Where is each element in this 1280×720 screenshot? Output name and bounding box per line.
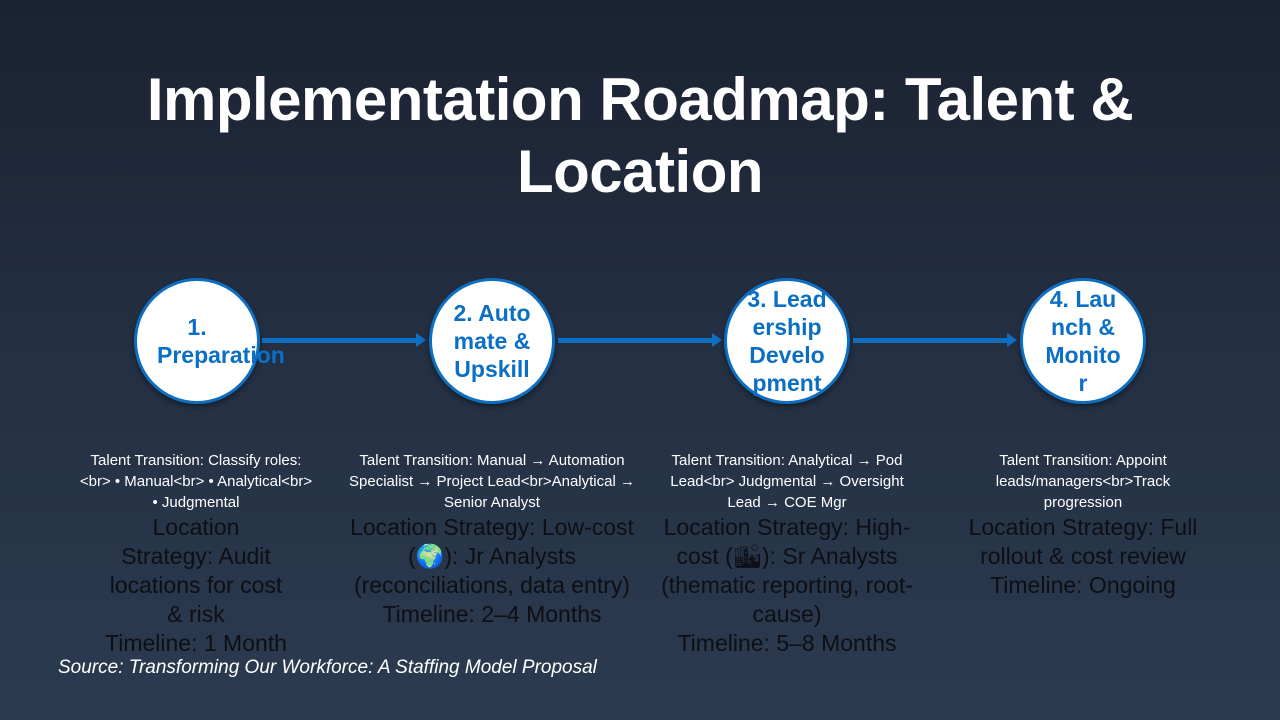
arrow-1-to-2 [262, 333, 426, 347]
timeline: Timeline: Ongoing [990, 572, 1176, 598]
location-strategy: Location Strategy: Low-cost (🌍): Jr Anal… [350, 514, 634, 598]
talent-transition: Talent Transition: Analytical → Pod Lead… [670, 452, 904, 511]
location-strategy: Location Strategy: Full rollout & cost r… [968, 514, 1198, 569]
step-3-circle [724, 278, 850, 404]
arrow-3-to-4 [853, 333, 1017, 347]
step-4-details: Talent Transition: Appoint leads/manager… [953, 450, 1213, 600]
location-strategy: Location Strategy: Audit locations for c… [109, 514, 283, 627]
step-3-details: Talent Transition: Analytical → Pod Lead… [657, 450, 917, 658]
step-1-details: Talent Transition: Classify roles:<br> •… [76, 450, 316, 658]
step-4-circle [1020, 278, 1146, 404]
arrow-2-to-3 [558, 333, 722, 347]
step-3-label: 3. Leadership Development [747, 286, 827, 396]
step-2-label: 2. Automate & Upskill [453, 300, 531, 382]
step-1-label: 1. Preparation [157, 314, 285, 368]
talent-transition: Talent Transition: Appoint leads/manager… [995, 452, 1171, 511]
talent-transition: Talent Transition: Classify roles:<br> •… [79, 452, 313, 511]
timeline: Timeline: 1 Month [105, 630, 287, 656]
talent-transition: Talent Transition: Manual → Automation S… [349, 452, 635, 511]
timeline: Timeline: 5–8 Months [677, 630, 897, 656]
step-2-circle [429, 278, 555, 404]
step-1-circle [134, 278, 260, 404]
slide-title: Implementation Roadmap: Talent & Locatio… [146, 66, 1134, 205]
location-strategy: Location Strategy: High-cost (🏙): Sr Ana… [661, 514, 913, 627]
step-4-label: 4. Launch & Monitor [1045, 286, 1121, 396]
timeline: Timeline: 2–4 Months [382, 601, 602, 627]
source-citation: Source: Transforming Our Workforce: A St… [58, 657, 597, 678]
step-2-details: Talent Transition: Manual → Automation S… [347, 450, 637, 629]
